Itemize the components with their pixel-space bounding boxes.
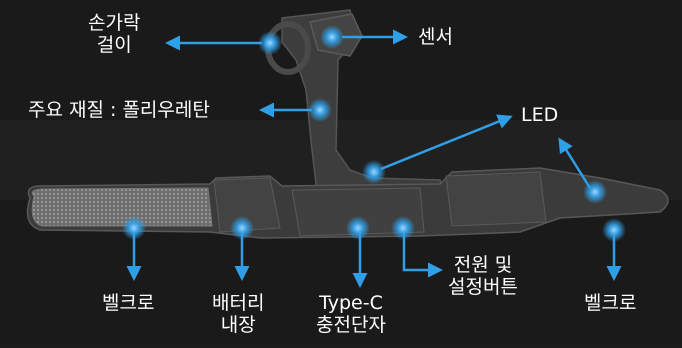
hotspot-dots	[122, 25, 626, 242]
sensor-dot	[320, 25, 344, 49]
power-button-label-line2: 설정버튼	[448, 276, 518, 298]
finger-hook-dot	[258, 31, 282, 55]
led-label: LED	[521, 104, 559, 126]
battery-label: 배터리 내장	[212, 292, 264, 336]
finger-hook-label-line2: 걸이	[96, 34, 132, 56]
power-button-pointer	[402, 232, 443, 278]
power-button-label-line1: 전원 및	[453, 254, 513, 276]
port-module	[291, 187, 425, 237]
velcro-right-dot	[602, 218, 626, 242]
finger-hook-label-line1: 손가락	[88, 12, 141, 34]
battery-dot	[230, 216, 254, 240]
type-c-label-line1: Type-C	[319, 292, 383, 314]
sensor-label: 센서	[418, 26, 453, 48]
power-button-dot	[391, 216, 415, 240]
finger-hook-label: 손가락 걸이	[88, 12, 140, 56]
power-button-label: 전원 및 설정버튼	[448, 254, 518, 298]
velcro-left-dot	[122, 216, 146, 240]
velcro-left-label: 벨크로	[102, 292, 155, 314]
right-module	[445, 171, 547, 227]
led-pointer-upper	[380, 114, 513, 171]
battery-module	[213, 177, 281, 233]
battery-label-line1: 배터리	[212, 292, 265, 314]
battery-label-line2: 내장	[220, 314, 256, 336]
type-c-label-line2: 충전단자	[316, 314, 386, 336]
type-c-label: Type-C 충전단자	[316, 292, 386, 336]
led-dot-arm	[362, 160, 386, 184]
material-label: 주요 재질 : 폴리우레탄	[28, 99, 210, 121]
velcro-mesh-strap	[31, 187, 213, 227]
led-dot-right	[583, 180, 607, 204]
material-dot	[308, 98, 332, 122]
velcro-right-label: 벨크로	[584, 292, 637, 314]
type-c-dot	[346, 216, 370, 240]
led-pointer-right	[558, 137, 592, 189]
